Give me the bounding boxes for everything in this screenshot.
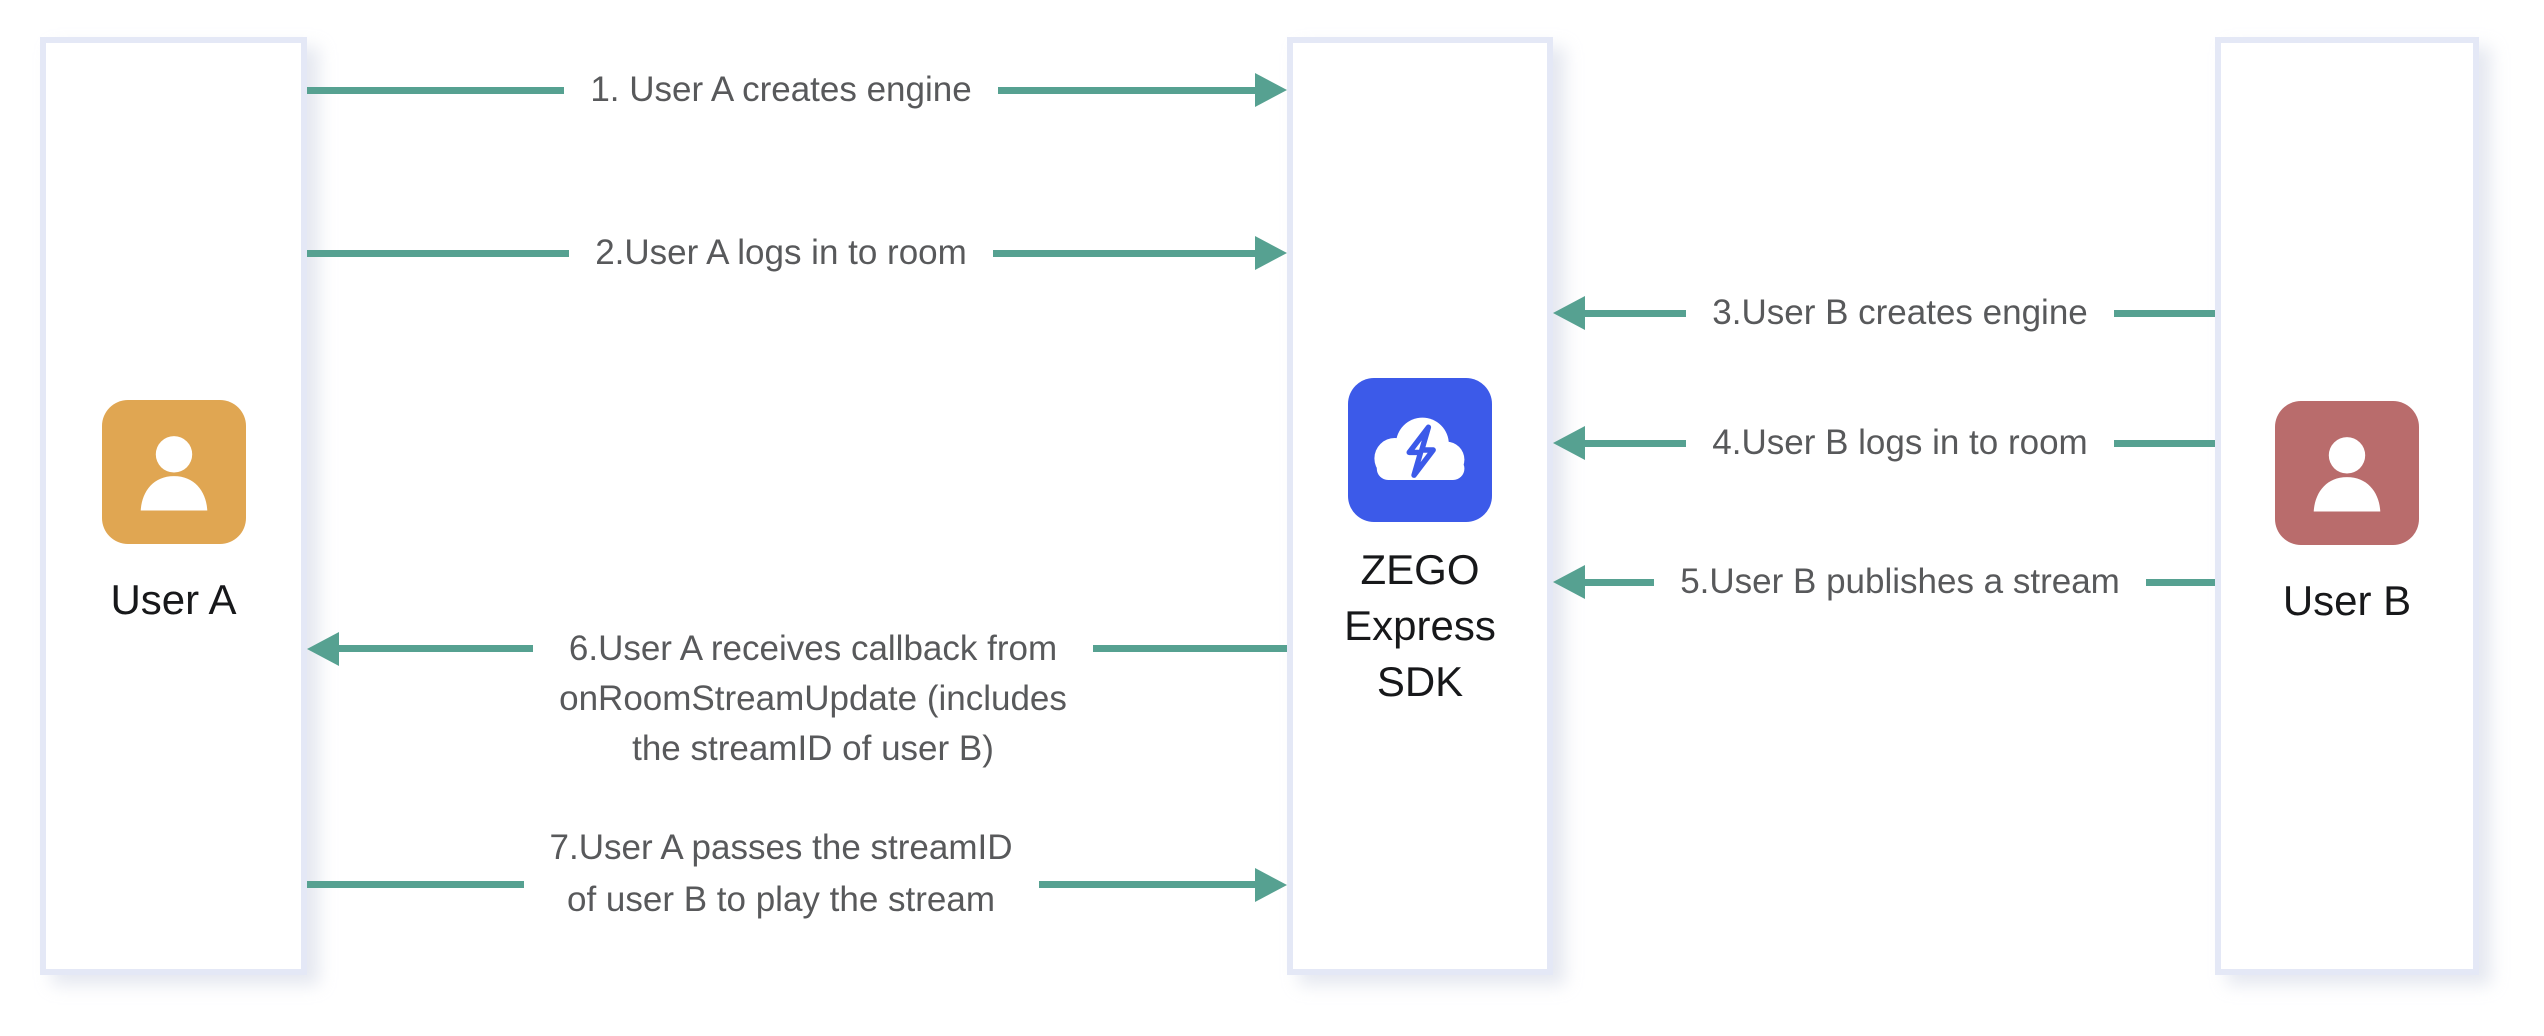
message-4-label: 4.User B logs in to room xyxy=(1712,423,2088,462)
lane-user-a-label: User A xyxy=(110,576,237,623)
message-1: 1. User A creates engine xyxy=(307,64,1287,116)
user-a-avatar-icon xyxy=(101,400,246,544)
person-icon xyxy=(140,436,207,511)
arrowhead-right-icon xyxy=(1255,236,1288,270)
user-b-avatar-icon xyxy=(2275,401,2419,545)
arrow-line xyxy=(307,249,570,257)
arrowhead-right-icon xyxy=(1255,868,1288,902)
arrow-line xyxy=(1585,439,1687,447)
message-2: 2.User A logs in to room xyxy=(307,227,1288,279)
sdk-label-line-2: Express xyxy=(1344,602,1496,649)
arrow-line xyxy=(1038,881,1256,888)
arrow-line xyxy=(1585,309,1687,317)
message-3-label: 3.User B creates engine xyxy=(1712,293,2088,332)
sdk-label-line-1: ZEGO xyxy=(1360,546,1480,593)
message-2-label: 2.User A logs in to room xyxy=(595,233,967,272)
arrow-line xyxy=(2113,309,2216,317)
lane-user-a: User A xyxy=(40,37,307,975)
lane-user-b: User B xyxy=(2215,37,2479,975)
lane-zego-express-sdk: ZEGO Express SDK xyxy=(1287,37,1553,975)
message-6-label: 6.User A receives callback from onRoomSt… xyxy=(533,624,1093,774)
message-3: 3.User B creates engine xyxy=(1553,287,2216,339)
message-6-line-1: 6.User A receives callback from xyxy=(568,629,1058,668)
message-5: 5.User B publishes a stream xyxy=(1553,556,2216,608)
arrow-line xyxy=(1585,578,1655,586)
arrowhead-left-icon xyxy=(1553,565,1585,599)
cloud-lightning-glyph xyxy=(1374,417,1465,480)
person-icon xyxy=(2313,437,2381,512)
arrow-line xyxy=(307,86,565,94)
message-4: 4.User B logs in to room xyxy=(1553,417,2215,469)
lane-zego-express-sdk-label: ZEGO Express SDK xyxy=(1293,542,1547,710)
arrow-line xyxy=(339,645,534,652)
message-7: 7.User A passes the streamID of user B t… xyxy=(307,822,1288,926)
arrow-line xyxy=(307,881,524,888)
cloud-lightning-icon xyxy=(1348,378,1492,522)
message-6-line-2: onRoomStreamUpdate (includes xyxy=(559,679,1067,718)
arrow-line xyxy=(2113,439,2215,447)
lane-user-b-label: User B xyxy=(2282,577,2412,624)
message-5-label: 5.User B publishes a stream xyxy=(1680,562,2120,601)
sdk-label-line-3: SDK xyxy=(1376,658,1464,705)
arrowhead-left-icon xyxy=(1553,426,1585,460)
arrow-line xyxy=(997,86,1255,94)
message-1-label: 1. User A creates engine xyxy=(590,70,972,109)
message-7-line-1: 7.User A passes the streamID xyxy=(549,828,1013,867)
arrow-line xyxy=(2145,578,2216,586)
arrowhead-left-icon xyxy=(1553,296,1585,330)
message-6: 6.User A receives callback from onRoomSt… xyxy=(307,624,1288,774)
arrowhead-right-icon xyxy=(1255,73,1287,107)
message-7-label: 7.User A passes the streamID of user B t… xyxy=(524,822,1039,926)
message-7-line-2: of user B to play the stream xyxy=(567,880,995,919)
arrow-line xyxy=(992,249,1256,257)
message-6-line-3: the streamID of user B) xyxy=(632,729,994,768)
arrow-line xyxy=(1092,645,1288,652)
arrowhead-left-icon xyxy=(307,632,339,666)
